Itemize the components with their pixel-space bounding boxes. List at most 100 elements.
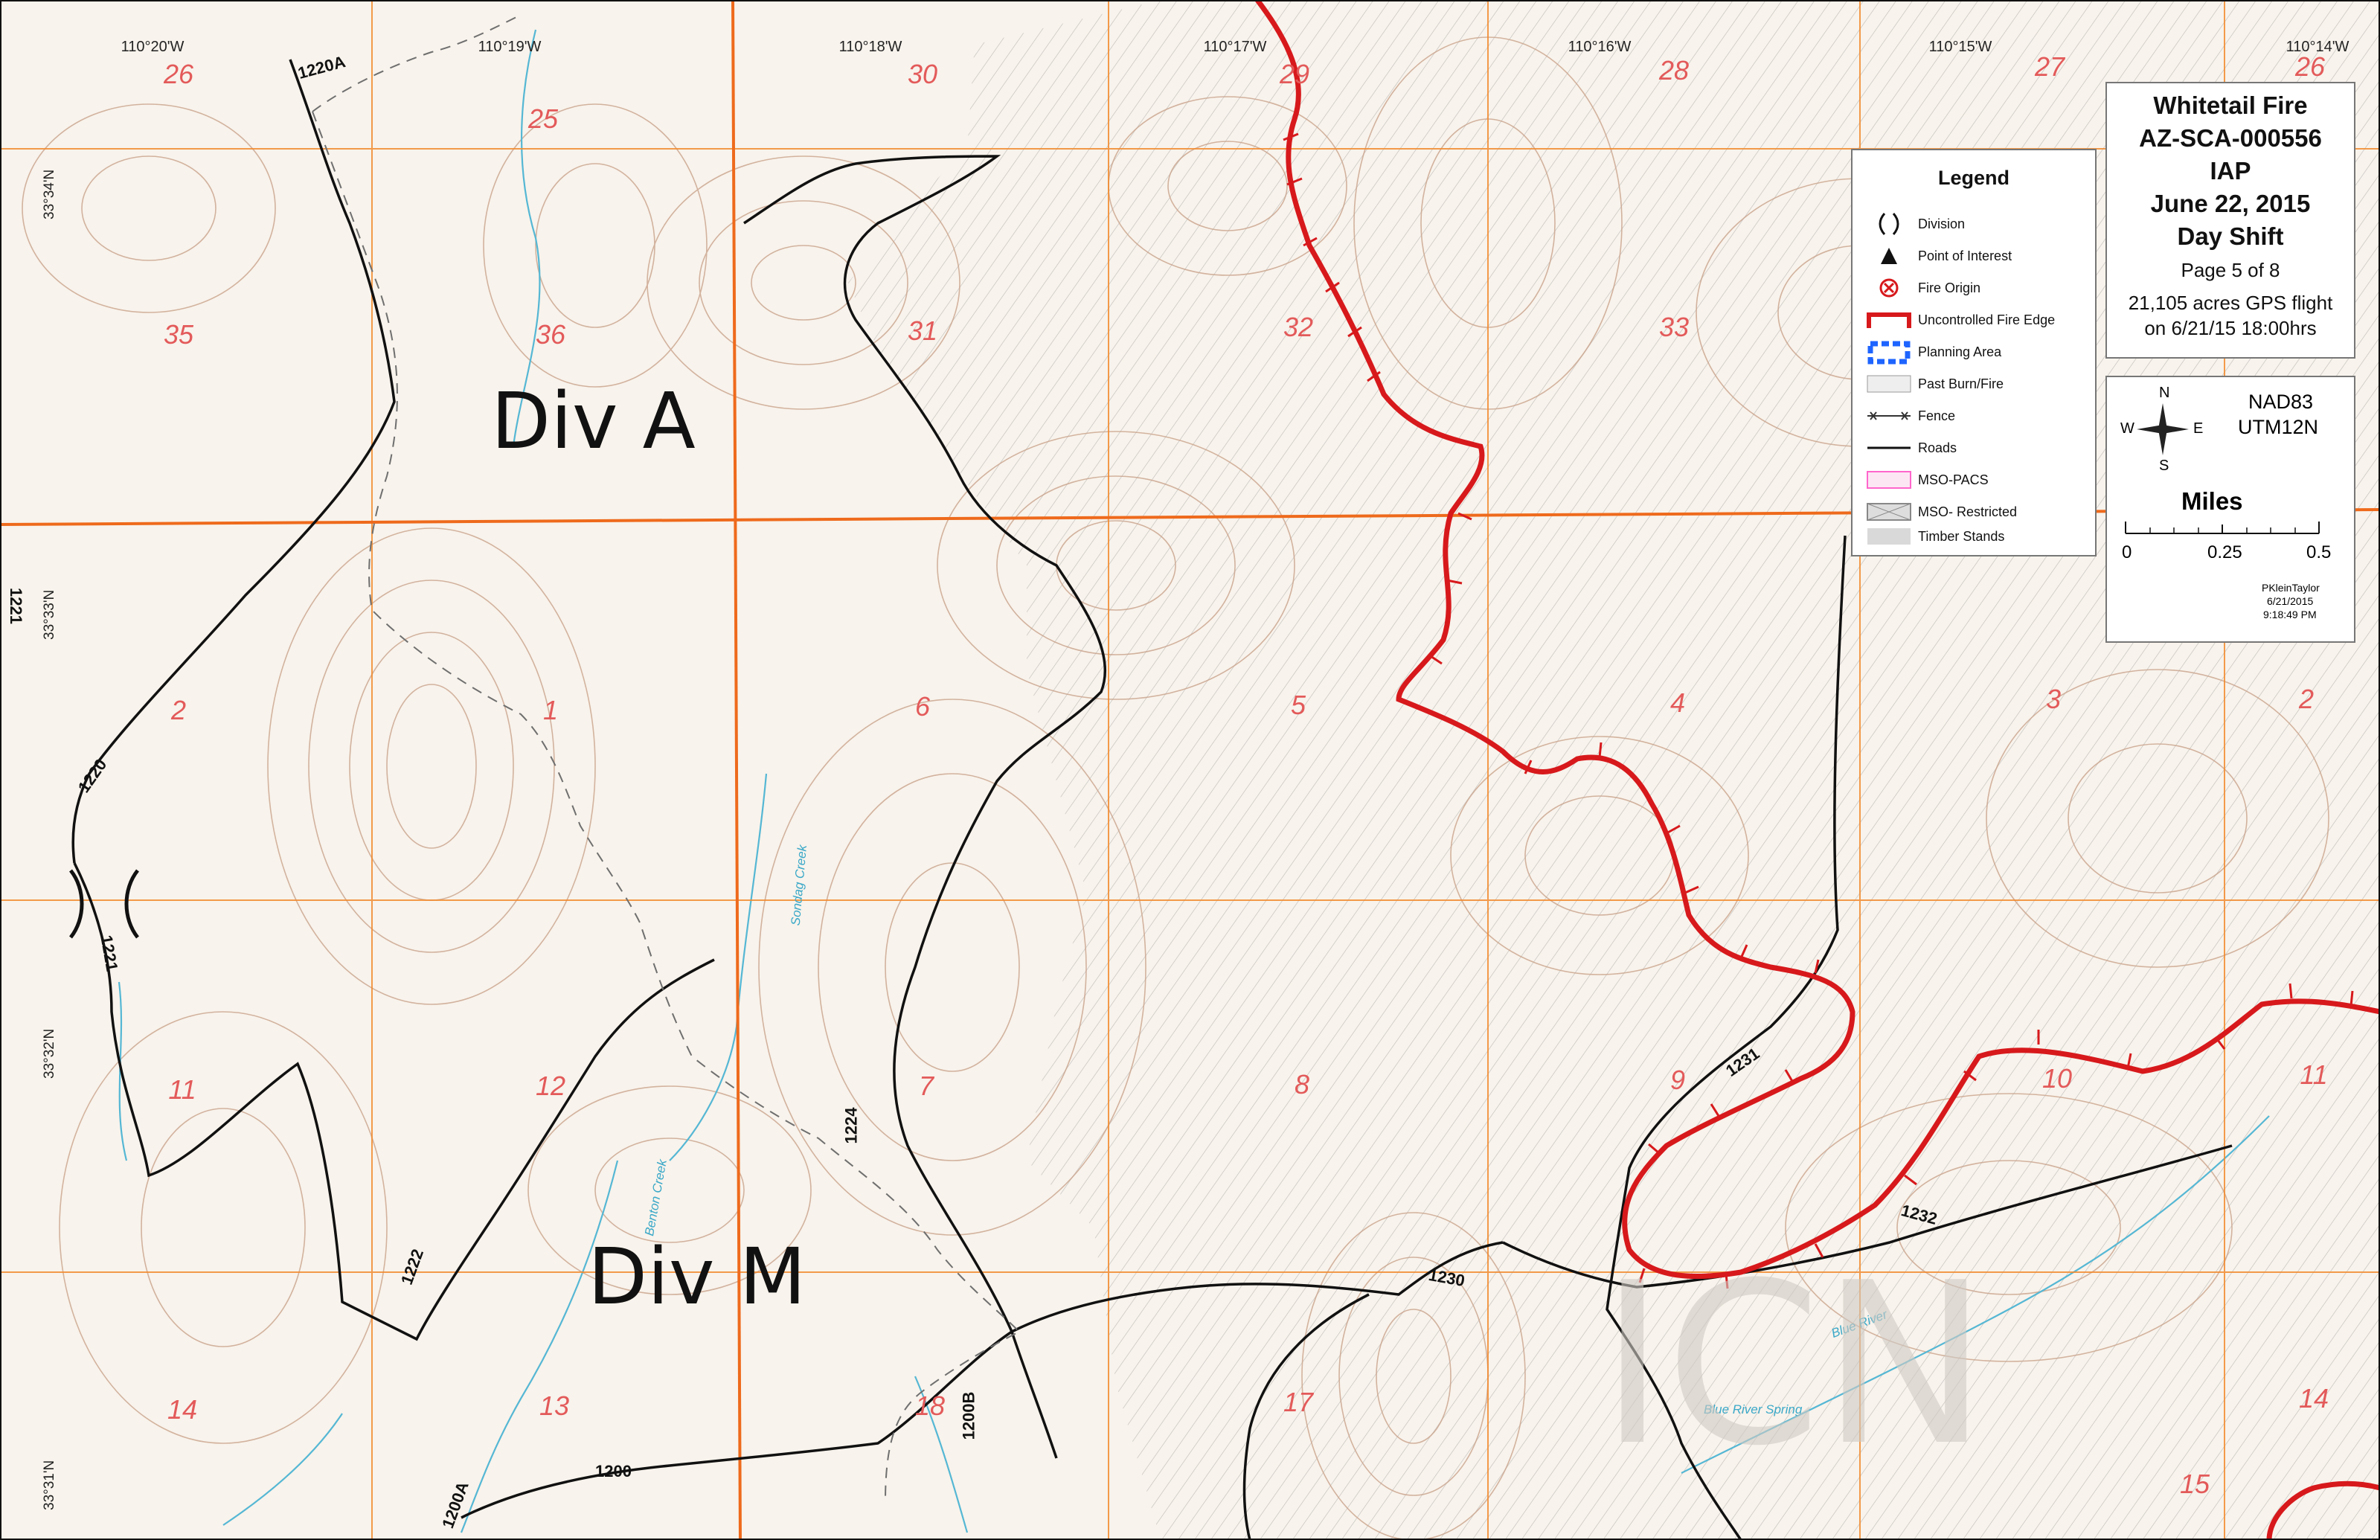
planning-area-icon [1863, 339, 1915, 365]
section-number: 32 [1283, 312, 1314, 342]
legend-item: Point of Interest [1863, 243, 2012, 269]
section-number: 13 [539, 1390, 570, 1421]
division-label-m: Div M [588, 1231, 806, 1322]
acreage: 21,105 acres GPS flight [2128, 292, 2333, 314]
section-number: 11 [2300, 1059, 2328, 1090]
section-number: 17 [1283, 1387, 1314, 1417]
section-number: 3 [2045, 684, 2062, 714]
section-number: 10 [2041, 1063, 2073, 1094]
plan-type: IAP [2210, 157, 2251, 185]
fire-edge [1255, 0, 2380, 1540]
section-number: 36 [535, 319, 566, 350]
legend-label: Fence [1918, 408, 1956, 423]
compass-west: W [2120, 420, 2134, 437]
road-label: 1221 [7, 588, 25, 624]
section-number: 27 [2034, 51, 2065, 82]
longitude-label: 110°19'W [478, 39, 542, 55]
section-number: 12 [535, 1071, 566, 1101]
legend-label: Uncontrolled Fire Edge [1918, 312, 2056, 327]
legend-label: MSO-PACS [1918, 472, 1989, 487]
page-number: Page 5 of 8 [2181, 259, 2280, 281]
fire-origin-icon [1863, 275, 1915, 301]
fire-edge-ticks [1283, 132, 2354, 1289]
longitude-label: 110°15'W [1928, 39, 1992, 55]
section-number: 14 [167, 1394, 198, 1425]
section-number: 28 [1658, 55, 1690, 86]
fire-name: Whitetail Fire [2153, 92, 2308, 119]
incident-number: AZ-SCA-000556 [2139, 124, 2322, 152]
compass-south: S [2159, 458, 2169, 474]
division-icon [1863, 211, 1915, 237]
triangle-icon [1863, 243, 1915, 269]
contour-lines [22, 36, 2329, 1540]
section-number: 5 [1290, 690, 1306, 720]
credit-time: 9:18:49 PM [2263, 609, 2317, 620]
watermark: ICN [1600, 1235, 1989, 1495]
section-number: 30 [907, 59, 938, 89]
road-icon [1863, 435, 1915, 461]
legend-item: Fence [1863, 403, 1955, 429]
section-number: 9 [1669, 1065, 1686, 1095]
section-number: 25 [527, 103, 559, 134]
fire-edge-icon [1863, 307, 1915, 333]
past-burn-icon [1863, 371, 1915, 397]
road-label: 1200B [959, 1391, 978, 1440]
latitude-label: 33°34'N [42, 169, 57, 219]
legend-label: Past Burn/Fire [1918, 376, 2004, 391]
mso-restricted-icon [1863, 499, 1915, 524]
credit-author: PKleinTaylor [2262, 582, 2320, 594]
legend-panel: Legend Division Point of Interest Fire O… [1851, 149, 2097, 556]
legend-label: Planning Area [1918, 344, 2002, 359]
credit-date: 6/21/2015 [2267, 595, 2314, 607]
latitude-label: 33°32'N [42, 1028, 57, 1079]
section-number: 33 [1658, 312, 1690, 342]
roads [71, 59, 2233, 1540]
section-number: 4 [1669, 687, 1686, 718]
road-label: 1224 [841, 1107, 861, 1144]
section-number: 26 [163, 59, 194, 89]
legend-item: MSO-PACS [1863, 467, 1989, 493]
legend-label: Timber Stands [1918, 528, 2005, 544]
title-panel: Whitetail Fire AZ-SCA-000556 IAP June 22… [2105, 82, 2355, 359]
flight-time: on 6/21/15 18:00hrs [2144, 317, 2317, 339]
scale-tick-0: 0 [2122, 542, 2132, 562]
section-number: 18 [914, 1390, 946, 1421]
legend-item: Division [1863, 211, 1965, 237]
section-number: 2 [2298, 684, 2315, 714]
scale-tick-025: 0.25 [2207, 542, 2242, 562]
longitude-label: 110°16'W [1568, 39, 1632, 55]
stream-label: Blue River Spring [1704, 1402, 1803, 1417]
longitude-label: 110°18'W [838, 39, 902, 55]
mso-pacs-icon [1863, 467, 1915, 493]
section-number: 7 [918, 1071, 934, 1101]
scale-title: Miles [2181, 487, 2243, 515]
scale-bar [2125, 522, 2320, 534]
fence-lines [312, 14, 1021, 1504]
division-marker [69, 869, 139, 939]
section-number: 11 [168, 1074, 196, 1105]
legend-item: Past Burn/Fire [1863, 371, 2004, 397]
section-number: 1 [542, 695, 559, 725]
latitude-label: 33°33'N [42, 589, 57, 640]
latitude-label: 33°31'N [42, 1460, 57, 1510]
legend-label: Fire Origin [1918, 280, 1981, 295]
legend-label: Point of Interest [1918, 248, 2012, 263]
section-number: 31 [907, 315, 938, 346]
section-number: 8 [1294, 1069, 1310, 1100]
section-number: 15 [2179, 1469, 2210, 1499]
legend-item: MSO- Restricted [1863, 499, 2017, 524]
legend-label: MSO- Restricted [1918, 504, 2018, 519]
section-number: 14 [2298, 1383, 2329, 1414]
legend-label: Roads [1918, 440, 1957, 455]
plan-date: June 22, 2015 [2150, 190, 2311, 217]
section-number: 26 [2294, 51, 2326, 82]
longitude-label: 110°14'W [2286, 39, 2349, 55]
legend-title: Legend [1937, 167, 2009, 189]
datum: NAD83 [2248, 391, 2314, 413]
legend-item: Roads [1863, 435, 1957, 461]
road-label: 1200 [595, 1462, 632, 1480]
compass-north: N [2159, 385, 2170, 401]
fence-icon [1863, 403, 1915, 429]
